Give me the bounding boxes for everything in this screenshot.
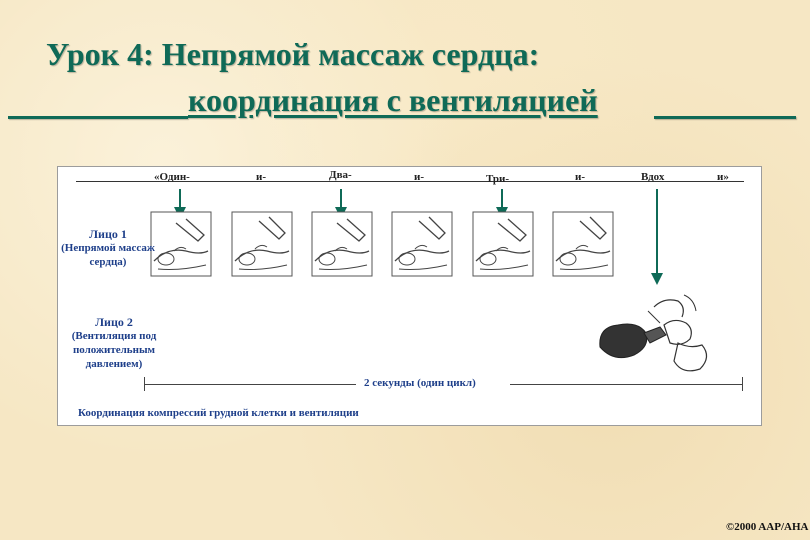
person-2-name: Лицо 2 — [95, 315, 133, 329]
compression-frame-1-icon — [150, 211, 212, 277]
slide-title-line1: Урок 4: Непрямой массаж сердца: — [46, 36, 540, 72]
compression-frame-5-icon — [472, 211, 534, 277]
person-1-role: (Непрямой массаж сердца) — [61, 242, 155, 268]
count-label-4: и- — [414, 171, 425, 183]
compression-arrow-2-shaft — [340, 189, 342, 211]
title-underline-right — [654, 116, 796, 119]
person-1-name: Лицо 1 — [89, 227, 127, 241]
ventilation-arrow-shaft — [656, 189, 658, 277]
title-underline-left — [8, 116, 188, 119]
compression-frame-6-icon — [552, 211, 614, 277]
person-2-label: Лицо 2 (Вентиляция под положительным дав… — [60, 315, 168, 371]
count-label-7: Вдох — [641, 171, 665, 183]
count-label-6: и- — [575, 171, 586, 183]
count-label-2: и- — [256, 171, 267, 183]
cycle-scale-left — [144, 384, 356, 385]
count-baseline — [76, 181, 744, 182]
count-label-3: Два- — [329, 169, 352, 181]
compression-frame-3-icon — [311, 211, 373, 277]
cycle-scale-right — [510, 384, 742, 385]
cpr-coordination-diagram: «Один- и- Два- и- Три- и- Вдох и» — [57, 166, 762, 426]
person-2-role: (Вентиляция под положительным давлением) — [71, 330, 157, 370]
person-1-label: Лицо 1 (Непрямой массаж сердца) — [60, 227, 156, 269]
slide-title-line2: координация с вентиляцией — [188, 82, 598, 118]
count-label-8: и» — [717, 171, 729, 183]
cycle-duration-label: 2 секунды (один цикл) — [364, 377, 476, 389]
ventilation-arrow-head — [651, 273, 663, 285]
copyright-notice: ©2000 AAP/AHA — [726, 521, 809, 533]
diagram-caption: Координация компрессий грудной клетки и … — [78, 407, 359, 419]
compression-frame-2-icon — [231, 211, 293, 277]
cycle-scale-end — [742, 377, 743, 391]
compression-arrow-3-shaft — [501, 189, 503, 211]
bag-mask-ventilation-icon — [599, 294, 708, 372]
compression-arrow-1-shaft — [179, 189, 181, 211]
count-label-1: «Один- — [154, 171, 190, 183]
compression-frame-4-icon — [391, 211, 453, 277]
count-label-5: Три- — [486, 173, 510, 185]
